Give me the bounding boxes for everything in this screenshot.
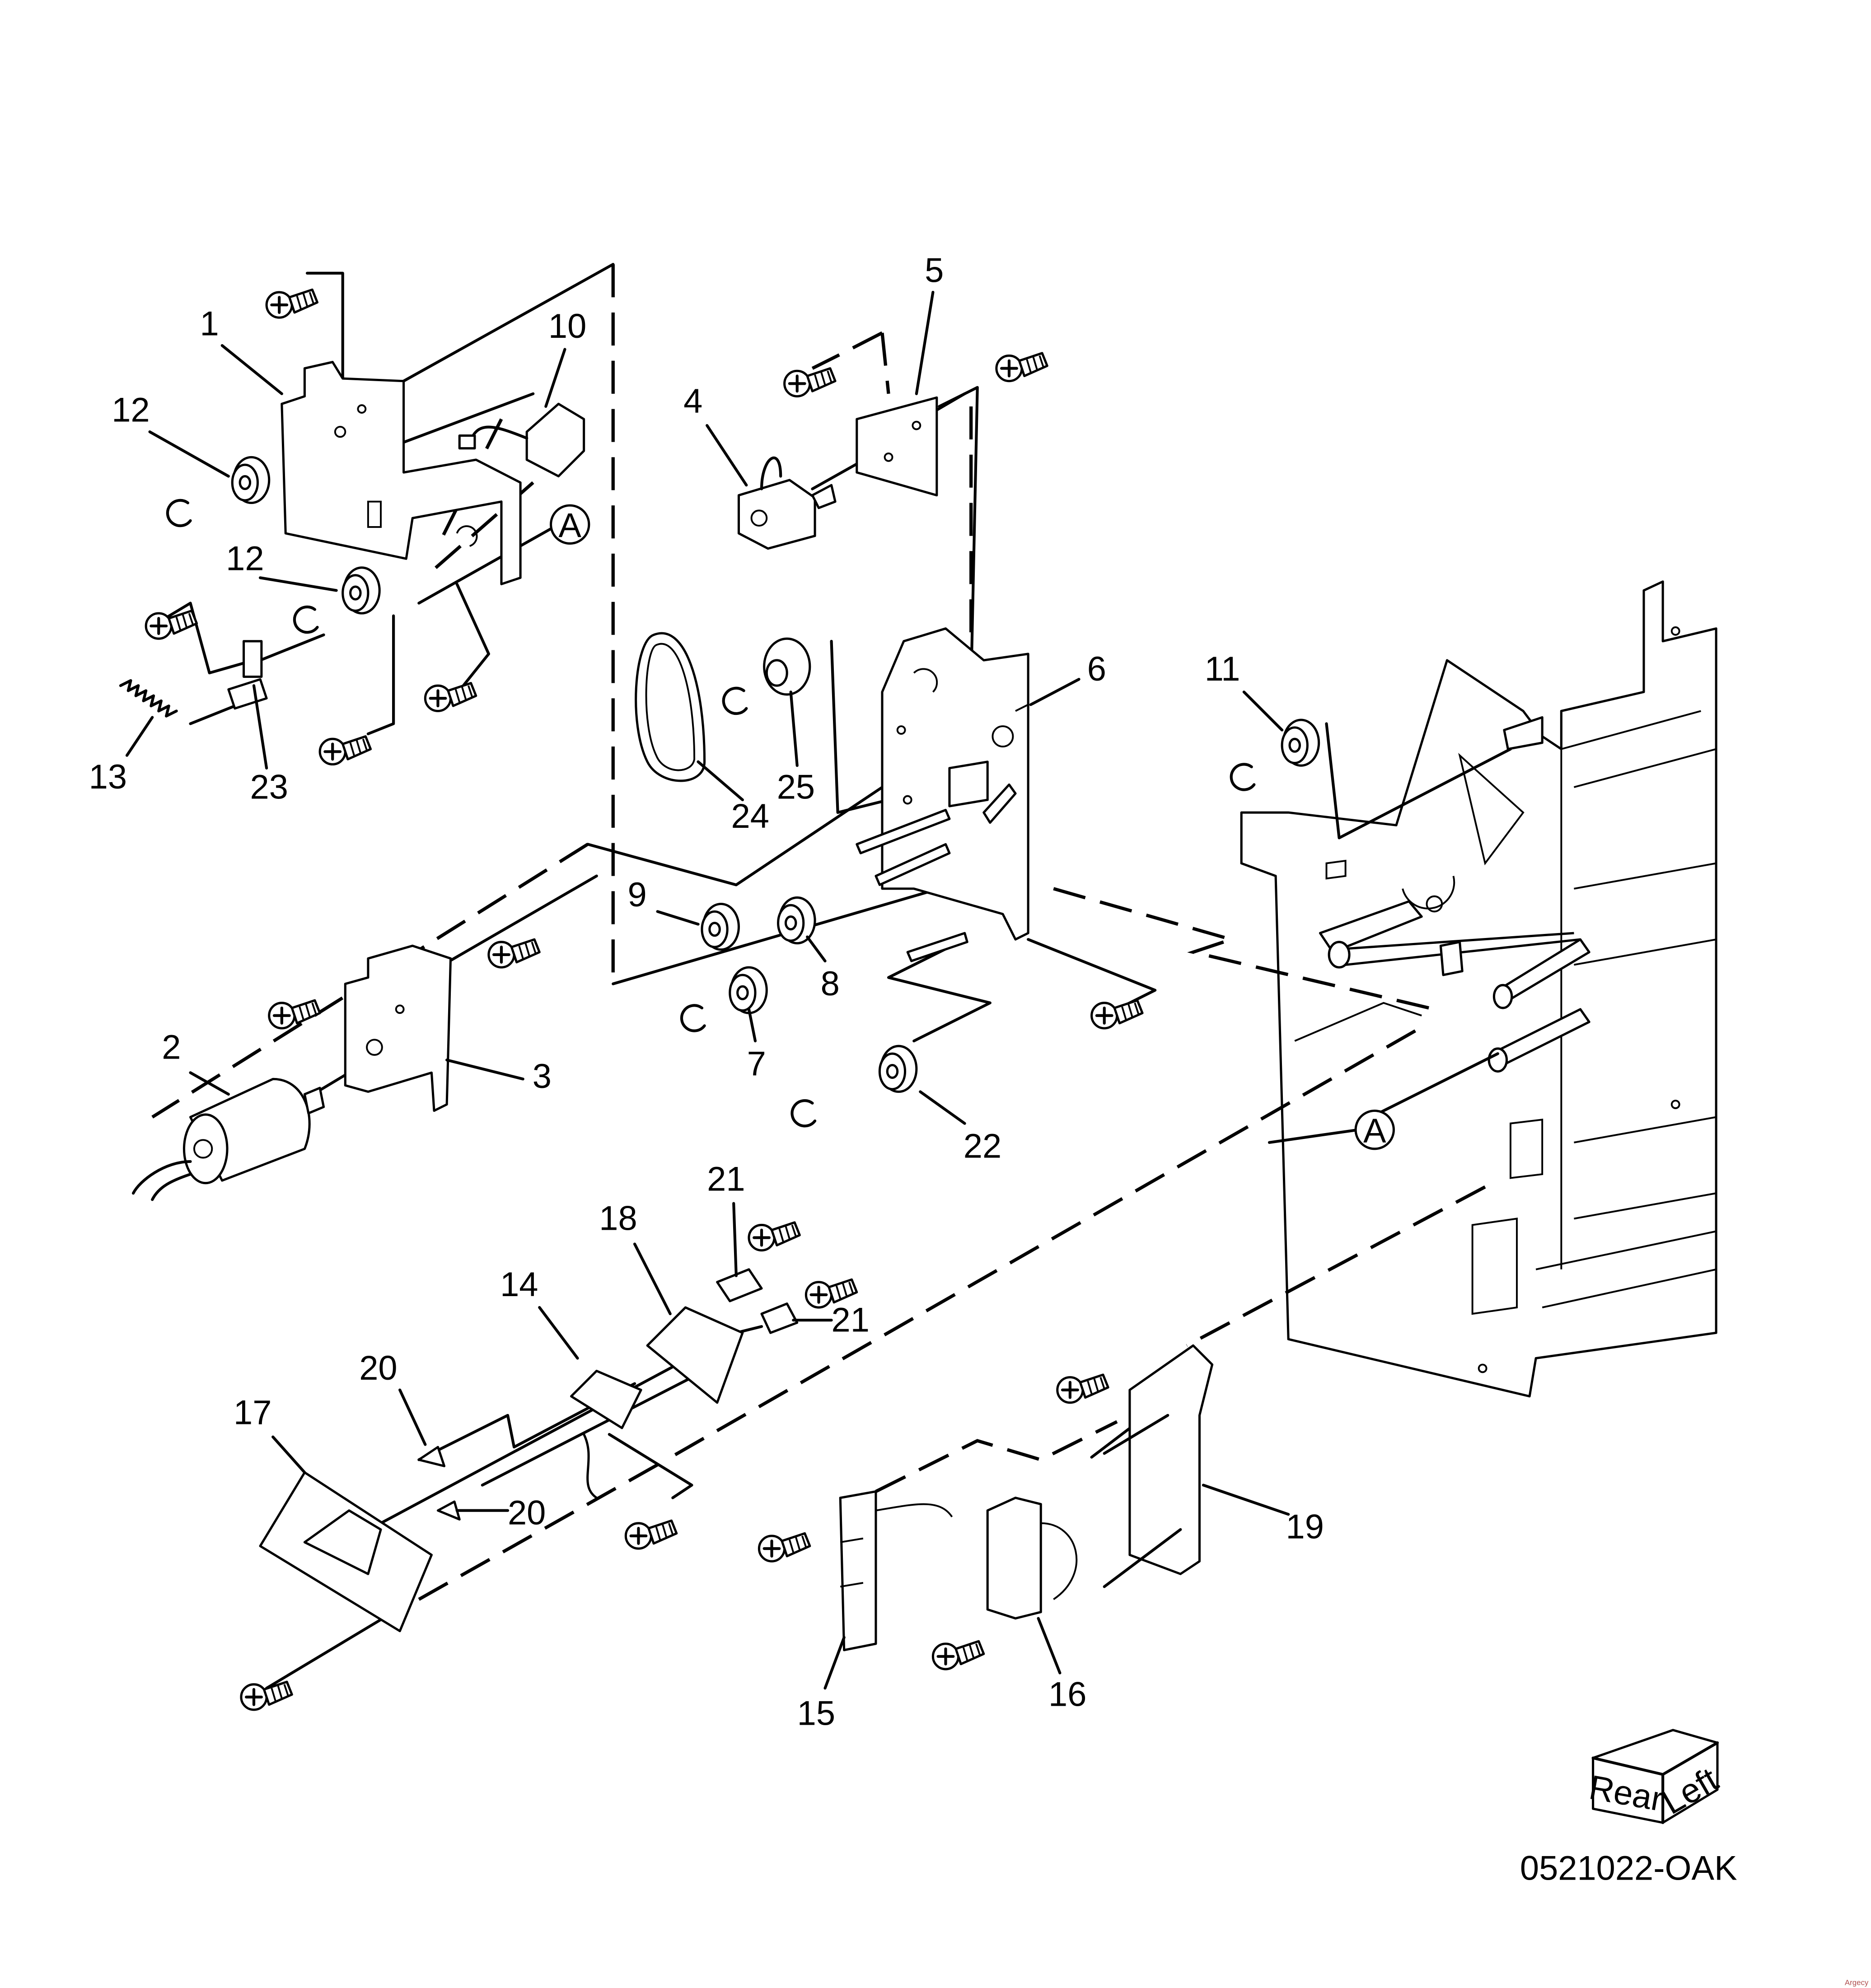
callout: 7 — [747, 1045, 766, 1083]
callout: 12 — [112, 391, 150, 429]
callout-labels: 1 12 10 5 4 12 6 11 13 23 24 25 9 8 7 2 … — [89, 252, 1324, 1733]
callout: 21 — [832, 1301, 870, 1339]
part-24-belt — [635, 632, 706, 782]
main-frame-assembly — [1240, 580, 1717, 1398]
callout: 1 — [200, 305, 219, 343]
svg-text:A: A — [558, 506, 581, 545]
callout: 12 — [226, 539, 264, 578]
part-1-bracket — [281, 361, 522, 585]
part-23-bracket — [242, 640, 263, 678]
callout: 17 — [234, 1394, 271, 1432]
callout: 10 — [548, 307, 586, 345]
connector-parts-15-16-19 — [839, 1344, 1214, 1652]
part-11-gear — [1282, 720, 1319, 765]
lower-parts-14-17-18 — [259, 1268, 799, 1633]
callout: 18 — [599, 1199, 637, 1238]
callout: 9 — [628, 876, 647, 914]
orientation-cube: Rear Left — [1586, 1729, 1725, 1825]
part-6-side-plate — [881, 627, 1029, 941]
part-12-bearing — [232, 457, 269, 503]
callout: 23 — [250, 768, 288, 806]
part-8-gear — [778, 897, 815, 943]
part-7-gear — [730, 967, 767, 1013]
part-4-5-motor-bracket — [737, 396, 938, 550]
callout-leaders — [125, 290, 1290, 1690]
shafts — [227, 678, 968, 962]
callout: 19 — [1286, 1508, 1324, 1546]
callout: 4 — [683, 382, 702, 420]
part-13-spring — [119, 679, 178, 718]
callout: 13 — [89, 758, 127, 796]
callout: 16 — [1048, 1675, 1086, 1713]
callout: 24 — [731, 797, 769, 835]
watermark: Argecy — [1845, 1979, 1869, 1987]
part-10-sensor — [458, 402, 585, 478]
callout: 20 — [359, 1349, 397, 1387]
callout: 6 — [1087, 650, 1106, 688]
callout: 20 — [508, 1494, 546, 1532]
callout: 11 — [1205, 650, 1240, 688]
callout: 25 — [777, 768, 815, 806]
reference-marker-a-top: A — [550, 504, 590, 545]
callout: 15 — [797, 1694, 835, 1733]
part-25-pulley — [724, 637, 811, 714]
callout: 21 — [707, 1160, 745, 1199]
callout: 3 — [533, 1057, 552, 1096]
part-9-gear — [702, 904, 739, 949]
callout: 8 — [821, 965, 840, 1003]
part-2-motor — [131, 1078, 325, 1201]
part-22-gear — [879, 1046, 916, 1092]
drawing-code: 0521022-OAK — [1520, 1849, 1737, 1887]
callout: 2 — [162, 1028, 181, 1066]
callout: 5 — [925, 252, 944, 290]
part-12-bearing-2 — [343, 568, 379, 613]
svg-text:A: A — [1363, 1112, 1386, 1150]
callout: 14 — [500, 1265, 538, 1304]
callout: 22 — [964, 1127, 1001, 1165]
part-3-bracket — [344, 944, 452, 1112]
reference-marker-a-right: A — [1354, 1109, 1395, 1150]
